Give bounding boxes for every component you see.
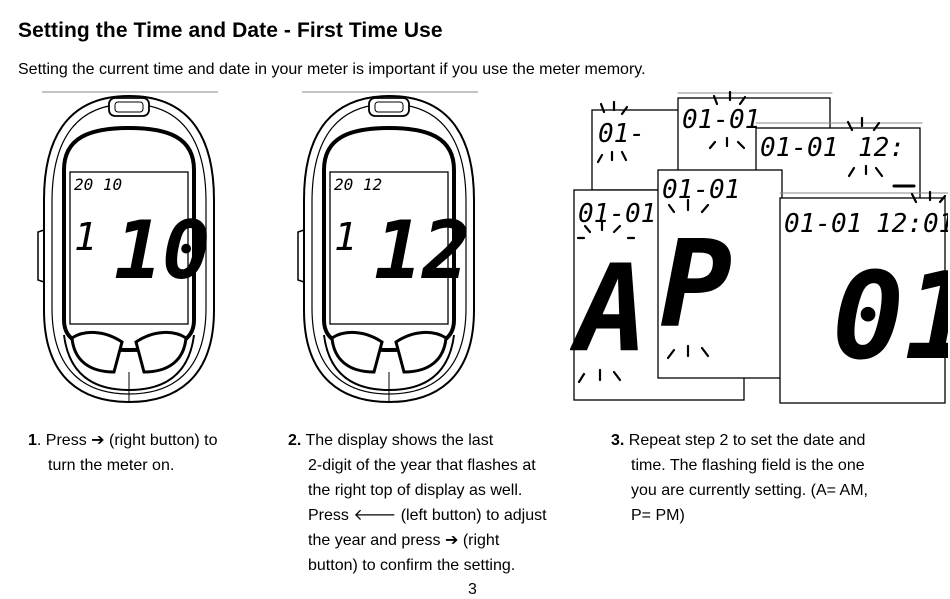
step-2-number: 2. <box>288 432 302 449</box>
meter2-big-digits: 12 <box>374 204 470 297</box>
step-3-line-2: time. The flashing field is the one <box>631 457 865 474</box>
step-1-line-2: turn the meter on. <box>48 457 175 474</box>
page-number: 3 <box>468 581 477 598</box>
panel3-date: 01-01 <box>760 133 838 163</box>
panel5-date: 01-01 <box>662 175 740 205</box>
step-3-number: 3. <box>611 432 625 449</box>
step-1-line-1: . Press ➔ (right button) to <box>36 432 218 449</box>
intro-text: Setting the current time and date in you… <box>18 61 646 78</box>
panel6-time: 12:01 <box>876 209 948 239</box>
step-2-line-3: the right top of display as well. <box>308 482 523 499</box>
step-3-line-4: P= PM) <box>631 507 685 524</box>
panel2-text: 01-01 <box>682 105 760 135</box>
step-2-line-4: Press 🡐 (left button) to adjust <box>308 507 547 524</box>
meter-illustration-1: 20 10 1 10 <box>37 91 218 404</box>
meter1-big-digits: 10 <box>114 204 210 297</box>
panel4-date: 01-01 <box>578 199 656 229</box>
step-1: 1. Press ➔ (right button) to turn the me… <box>28 428 218 478</box>
meter2-year: 20 12 <box>334 175 382 194</box>
step-2-line-6: button) to confirm the setting. <box>308 557 516 574</box>
panel-5: 01-01 P <box>657 169 783 379</box>
step-3-line-3: you are currently setting. (A= AM, <box>631 482 868 499</box>
panel1-text: 01- <box>598 119 645 149</box>
step-2-line-2: 2-digit of the year that flashes at <box>308 457 536 474</box>
meter2-small-digit: 1 <box>334 215 357 259</box>
panel-6: 01-01 12:01 01 <box>779 184 948 404</box>
panel6-date: 01-01 <box>784 209 862 239</box>
meter-illustration-2: 20 12 1 12 <box>297 91 478 404</box>
step-2-line-1: The display shows the last <box>301 432 494 449</box>
panel6-big-digits: 01 <box>832 248 948 387</box>
panel5-big-letter: P <box>660 216 732 355</box>
meter1-small-digit: 1 <box>74 215 97 259</box>
step-2-line-5: the year and press ➔ (right <box>308 532 500 549</box>
step-2: 2. The display shows the last 2-digit of… <box>288 428 547 578</box>
panel3-time: 12: <box>858 133 905 163</box>
meter1-year: 20 10 <box>74 175 122 194</box>
display-panels-illustration: 01- 01-01 01-01 12: 01-01 A <box>570 90 948 404</box>
step-3: 3. Repeat step 2 to set the date and tim… <box>611 428 868 528</box>
step-3-line-1: Repeat step 2 to set the date and <box>624 432 866 449</box>
step-1-number: 1 <box>28 432 37 449</box>
panel4-big-letter: A <box>570 240 648 379</box>
page-title: Setting the Time and Date - First Time U… <box>18 19 443 42</box>
